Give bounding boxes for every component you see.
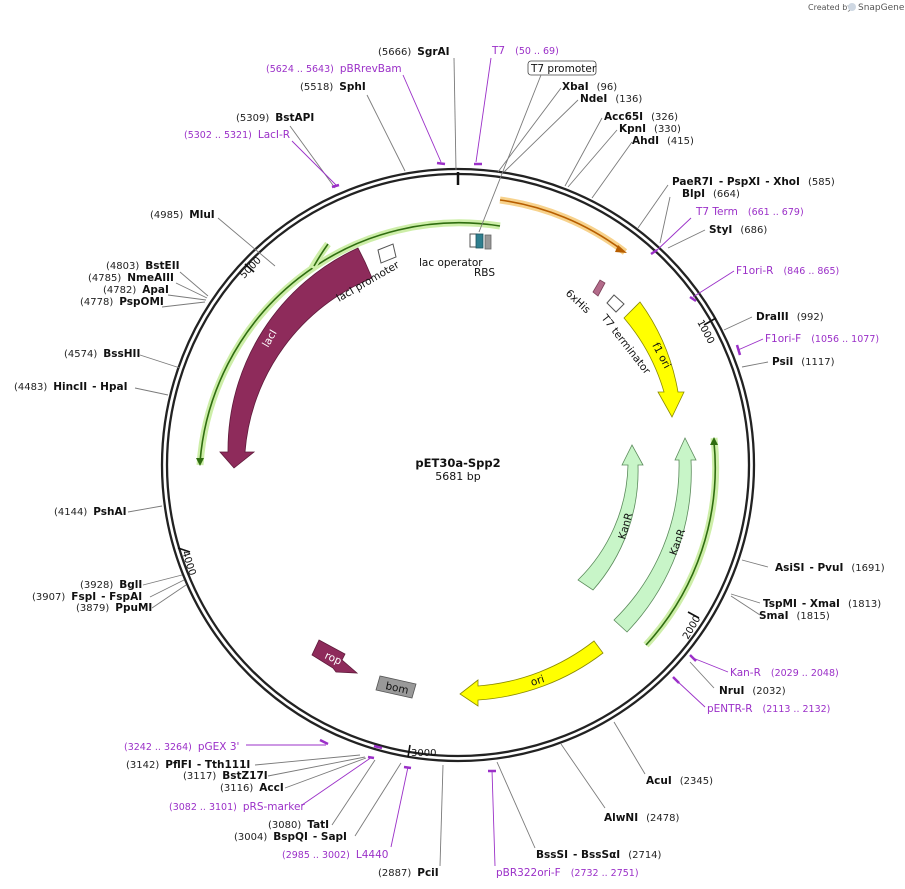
svg-text:(4144)PshAI: (4144)PshAI: [54, 506, 127, 518]
svg-text:(3142)PflFI- Tth111I: (3142)PflFI- Tth111I: [126, 759, 250, 771]
plasmid-length: 5681 bp: [435, 470, 480, 483]
svg-text:(4785)NmeAIII: (4785)NmeAIII: [88, 272, 174, 284]
svg-text:AsiSI- PvuI(1691): AsiSI- PvuI(1691): [775, 562, 885, 574]
svg-text:PaeR7I- PspXI- XhoI(585): PaeR7I- PspXI- XhoI(585): [672, 176, 835, 188]
t7-promoter-leader: [478, 74, 542, 233]
tick-5000: [244, 263, 255, 273]
tick-3000: [407, 744, 411, 758]
svg-text:(5624 .. 5643)pBRrevBam: (5624 .. 5643)pBRrevBam: [266, 63, 402, 75]
svg-text:Acc65I(326): Acc65I(326): [604, 111, 678, 123]
svg-text:(3117)BstZ17I: (3117)BstZ17I: [183, 770, 268, 782]
svg-text:Kan-R(2029 .. 2048): Kan-R(2029 .. 2048): [730, 667, 839, 679]
rbs-feature[interactable]: [484, 234, 492, 250]
svg-text:BlpI(664): BlpI(664): [682, 188, 740, 200]
svg-text:(2985 .. 3002)L4440: (2985 .. 3002)L4440: [282, 849, 388, 861]
bom-label: bom: [384, 680, 409, 697]
plasmid-name: pET30a-Spp2: [415, 456, 500, 470]
svg-text:(5309)BstAPI: (5309)BstAPI: [236, 112, 314, 124]
svg-text:DraIII(992): DraIII(992): [756, 311, 824, 323]
lac-operator-label: lac operator: [419, 257, 483, 269]
svg-text:(3116)AccI: (3116)AccI: [220, 782, 284, 794]
svg-text:F1ori-R(846 .. 865): F1ori-R(846 .. 865): [736, 265, 839, 277]
orf-orange-arrowhead: [615, 245, 627, 253]
svg-text:(4782)ApaI: (4782)ApaI: [103, 284, 169, 296]
tick-1000: [703, 317, 717, 326]
svg-text:(3907)FspI- FspAI: (3907)FspI- FspAI: [32, 591, 142, 603]
svg-text:(5518)SphI: (5518)SphI: [300, 81, 366, 93]
laci-promoter-feature[interactable]: [377, 243, 397, 264]
rbs-label: RBS: [474, 267, 495, 279]
svg-text:StyI(686): StyI(686): [709, 224, 767, 236]
svg-text:(3879)PpuMI: (3879)PpuMI: [76, 602, 152, 614]
his6-label: 6xHis: [563, 287, 593, 316]
svg-text:(3242 .. 3264)pGEX 3': (3242 .. 3264)pGEX 3': [124, 741, 239, 753]
svg-text:(4985)MluI: (4985)MluI: [150, 209, 215, 221]
svg-text:pENTR-R(2113 .. 2132): pENTR-R(2113 .. 2132): [707, 703, 830, 715]
tick-label-3000: 3000: [411, 748, 436, 759]
svg-text:(3928)BglI: (3928)BglI: [80, 579, 142, 591]
kanr-feature-2[interactable]: [613, 437, 697, 633]
svg-text:pBR322ori-F(2732 .. 2751): pBR322ori-F(2732 .. 2751): [496, 867, 639, 879]
svg-text:(4574)BssHII: (4574)BssHII: [64, 348, 140, 360]
tick-2000: [687, 611, 700, 619]
svg-text:BssSI- BssSαI(2714): BssSI- BssSαI(2714): [536, 849, 662, 861]
orf-green-left-arrow[interactable]: [199, 221, 501, 463]
svg-text:AlwNI(2478): AlwNI(2478): [604, 812, 679, 824]
orf-green-right-arrowhead: [710, 437, 718, 445]
svg-text:KpnI(330): KpnI(330): [619, 123, 681, 135]
svg-text:NdeI(136): NdeI(136): [580, 93, 642, 105]
svg-text:AhdI(415): AhdI(415): [632, 135, 694, 147]
svg-text:XbaI(96): XbaI(96): [562, 81, 617, 93]
bom-feature[interactable]: [375, 675, 417, 699]
laci-feature[interactable]: [219, 247, 373, 469]
primer-labels: T7(50 .. 69) (5624 .. 5643)pBRrevBam (53…: [124, 45, 879, 879]
svg-text:(2887)PciI: (2887)PciI: [378, 867, 439, 879]
backbone-outer-ring: [160, 167, 756, 763]
t7-promoter-label-box: [527, 60, 597, 76]
kanr-feature-1[interactable]: [577, 444, 644, 591]
snapgene-logo-icon: [848, 3, 856, 11]
svg-text:(5666)SgrAI: (5666)SgrAI: [378, 46, 450, 58]
ori-feature[interactable]: [459, 640, 604, 707]
svg-text:(4778)PspOMI: (4778)PspOMI: [80, 296, 164, 308]
svg-text:SmaI(1815): SmaI(1815): [759, 610, 830, 622]
svg-text:T7(50 .. 69): T7(50 .. 69): [491, 45, 559, 57]
svg-text:(5302 .. 5321)LacI-R: (5302 .. 5321)LacI-R: [184, 129, 290, 141]
svg-text:AcuI(2345): AcuI(2345): [646, 775, 713, 787]
svg-text:NruI(2032): NruI(2032): [719, 685, 786, 697]
svg-text:(3004)BspQI- SapI: (3004)BspQI- SapI: [234, 831, 347, 843]
snapgene-brand: SnapGene: [858, 3, 905, 13]
his6-feature[interactable]: [592, 279, 606, 297]
svg-text:(3082 .. 3101)pRS-marker: (3082 .. 3101)pRS-marker: [169, 801, 305, 813]
orf-orange-arrow[interactable]: [499, 199, 623, 251]
primer-leaders: [246, 57, 764, 867]
orf-green-small-arrow[interactable]: [313, 243, 329, 267]
svg-text:(4483)HincII- HpaI: (4483)HincII- HpaI: [14, 381, 127, 393]
tick-4000: [177, 547, 191, 553]
svg-text:F1ori-F(1056 .. 1077): F1ori-F(1056 .. 1077): [765, 333, 879, 345]
svg-text:(3080)TatI: (3080)TatI: [268, 819, 329, 831]
svg-text:TspMI- XmaI(1813): TspMI- XmaI(1813): [763, 598, 881, 610]
orf-green-right-arrow[interactable]: [645, 441, 717, 646]
svg-text:T7 Term(661 .. 679): T7 Term(661 .. 679): [695, 206, 804, 218]
t7-terminator-feature[interactable]: [606, 294, 625, 313]
tick-label-5000: 5000: [238, 255, 264, 281]
orf-green-left-arrowhead: [196, 458, 204, 466]
enzyme-leaders: [127, 57, 769, 867]
t7-promoter-label: T7 promoter: [530, 63, 597, 75]
t7-promoter-feature[interactable]: [475, 233, 484, 249]
enzyme-labels: (5666)SgrAI (5518)SphI (5309)BstAPI (498…: [14, 46, 885, 879]
created-by-text: Created by: [808, 3, 852, 12]
ori-label: ori: [529, 673, 546, 689]
f1-ori-feature[interactable]: [623, 301, 685, 418]
svg-text:(4803)BstEII: (4803)BstEII: [106, 260, 180, 272]
svg-text:PsiI(1117): PsiI(1117): [772, 356, 835, 368]
rop-feature[interactable]: [311, 639, 359, 674]
